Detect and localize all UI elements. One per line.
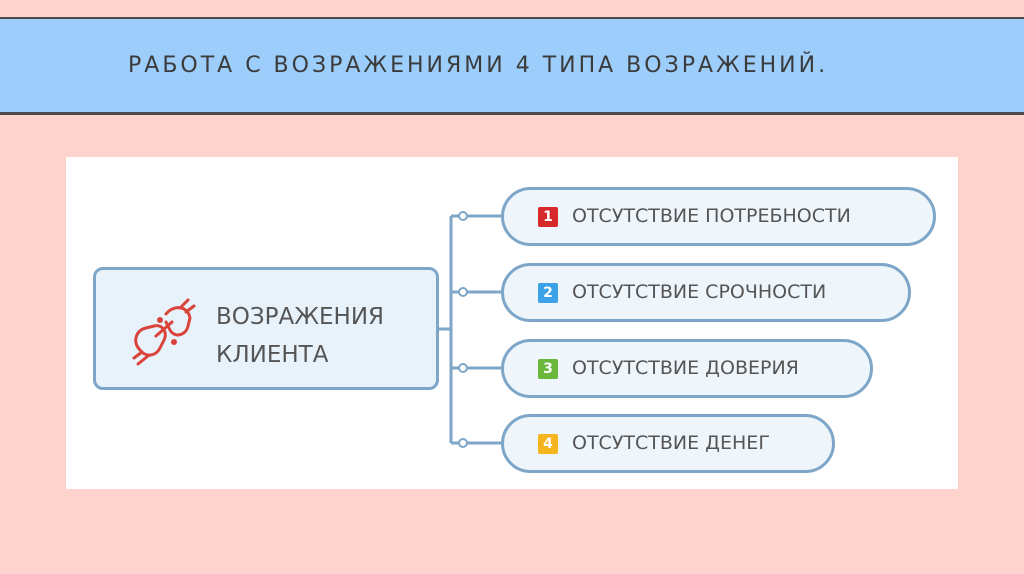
branch-node-1: 1 ОТСУТСТВИЕ ПОТРЕБНОСТИ: [501, 187, 936, 246]
number-badge: 1: [538, 207, 558, 227]
branch-node-3: 3 ОТСУТСТВИЕ ДОВЕРИЯ: [501, 339, 873, 398]
branch-label: ОТСУТСТВИЕ ДЕНЕГ: [572, 432, 770, 454]
slide-title: РАБОТА С ВОЗРАЖЕНИЯМИ 4 ТИПА ВОЗРАЖЕНИЙ.: [128, 53, 828, 78]
branch-node-2: 2 ОТСУТСТВИЕ СРОЧНОСТИ: [501, 263, 911, 322]
title-bar: РАБОТА С ВОЗРАЖЕНИЯМИ 4 ТИПА ВОЗРАЖЕНИЙ.: [0, 17, 1024, 115]
root-node: ВОЗРАЖЕНИЯ КЛИЕНТА: [93, 267, 439, 390]
branch-label: ОТСУТСТВИЕ ПОТРЕБНОСТИ: [572, 205, 851, 227]
connector-dot: [459, 212, 467, 220]
connector-dot: [459, 364, 467, 372]
root-label: ВОЗРАЖЕНИЯ КЛИЕНТА: [216, 298, 426, 374]
branch-label: ОТСУТСТВИЕ ДОВЕРИЯ: [572, 357, 799, 379]
connector-dot: [459, 439, 467, 447]
number-badge: 2: [538, 283, 558, 303]
mind-map-diagram: ВОЗРАЖЕНИЯ КЛИЕНТА 1 ОТСУТСТВИЕ ПОТРЕБНО…: [66, 157, 958, 489]
broken-chain-icon: [130, 292, 200, 372]
connector-dot: [459, 288, 467, 296]
number-badge: 4: [538, 434, 558, 454]
branch-node-4: 4 ОТСУТСТВИЕ ДЕНЕГ: [501, 414, 835, 473]
number-badge: 3: [538, 359, 558, 379]
branch-label: ОТСУТСТВИЕ СРОЧНОСТИ: [572, 281, 826, 303]
